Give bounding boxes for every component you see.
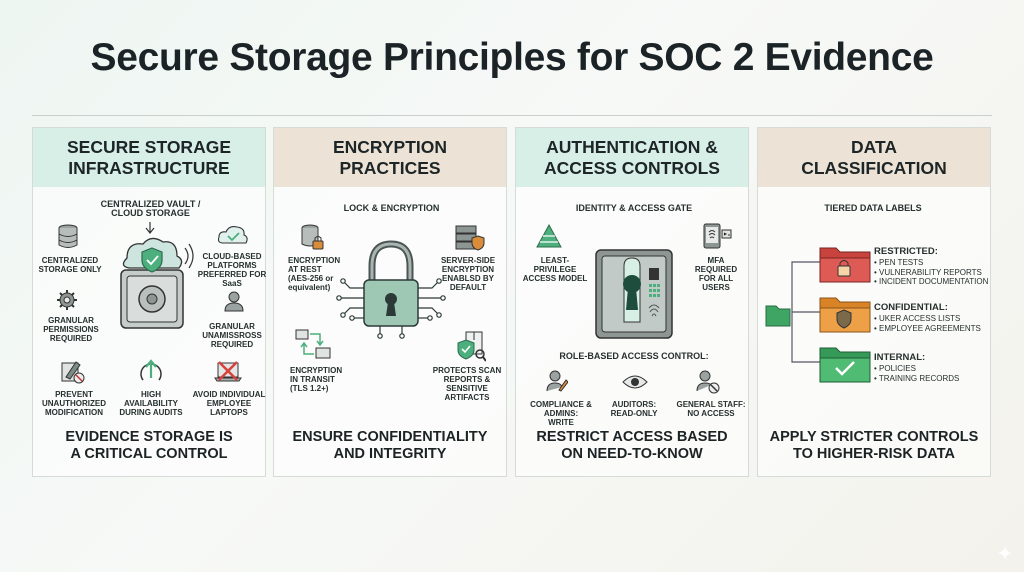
shield-report-icon (457, 331, 486, 362)
item-label: GRANULAR PERMISSIONS REQUIRED (43, 316, 99, 343)
center-label: TIERED DATA LABELS (824, 203, 922, 213)
folder-tree-icon (765, 247, 871, 383)
transit-icon (295, 329, 331, 359)
panel-storage-infrastructure: SECURE STORAGE INFRASTRUCTURE CENTRALIZE… (32, 127, 266, 477)
no-access-user-icon (696, 370, 720, 394)
item-label: LEAST-PRIVILEGE ACCESS MODEL (522, 256, 588, 283)
center-label: CENTRALIZED VAULT / CLOUD STORAGE (100, 199, 201, 218)
item-label: GRANULAR UNAMISSROSS REQUIRED (202, 322, 262, 349)
encrypted-db-icon (301, 224, 324, 250)
admin-user-icon (546, 370, 568, 392)
page-title: Secure Storage Principles for SOC 2 Evid… (90, 36, 934, 79)
item-label: MFA REQUIRED FOR ALL USERS (694, 256, 738, 292)
panel-encryption: ENCRYPTION PRACTICES LOCK & ENCRYPTION E… (273, 127, 507, 477)
padlock-circuit-icon (336, 240, 446, 339)
tier-item: TRAINING RECORDS (874, 374, 990, 384)
pyramid-icon (536, 224, 562, 248)
panel-header: DATA CLASSIFICATION (758, 128, 990, 187)
vault-icon (120, 237, 194, 329)
database-icon (58, 224, 78, 248)
cloud-check-icon (217, 226, 248, 244)
panel-header: AUTHENTICATION & ACCESS CONTROLS (516, 128, 748, 187)
item-label: PROTECTS SCAN REPORTS & SENSITIVE ARTIFA… (432, 366, 502, 402)
tier-confidential: CONFIDENTIAL: UKER ACCESS LISTS EMPLOYEE… (874, 302, 990, 333)
user-icon (224, 291, 244, 312)
tier-restricted: RESTRICTED: PEN TESTS VULNERABILITY REPO… (874, 246, 990, 287)
panel-footer: ENSURE CONFIDENTIALITY AND INTEGRITY (292, 429, 488, 462)
item-label: CLOUD-BASED PLATFORMS PREFERRED FOR SaaS (197, 252, 267, 288)
panel-header: ENCRYPTION PRACTICES (274, 128, 506, 187)
tier-name: CONFIDENTIAL: (874, 302, 948, 313)
role-label: COMPLIANCE & ADMINS: WRITE (530, 400, 592, 427)
eye-icon (622, 375, 648, 389)
panel-footer: EVIDENCE STORAGE IS A CRITICAL CONTROL (65, 429, 233, 462)
tier-name: RESTRICTED: (874, 246, 938, 257)
panel-data-classification: DATA CLASSIFICATION TIERED DATA LABELS R… (757, 127, 991, 477)
edit-block-icon (61, 361, 85, 384)
role-label: AUDITORS: READ-ONLY (610, 400, 658, 418)
item-label: ENCRYPTION IN TRANSIT (TLS 1.2+) (290, 366, 343, 393)
tier-name: INTERNAL: (874, 352, 926, 363)
tier-item: UKER ACCESS LISTS (874, 314, 990, 324)
sparkle-icon (998, 546, 1012, 560)
server-shield-icon (455, 225, 485, 251)
role-label: GENERAL STAFF: NO ACCESS (676, 400, 746, 418)
tier-item: POLICIES (874, 364, 990, 374)
access-gate-icon (595, 249, 673, 339)
no-laptop-icon (214, 361, 242, 382)
title-divider (32, 115, 992, 116)
tier-item: PEN TESTS (874, 258, 990, 268)
tier-item: EMPLOYEE AGREEMENTS (874, 324, 990, 334)
panel-footer: APPLY STRICTER CONTROLS TO HIGHER-RISK D… (769, 429, 979, 462)
panel-header: SECURE STORAGE INFRASTRUCTURE (33, 128, 265, 187)
item-label: AVOID INDIVIDUAL EMPLOYEE LAPTOPS (192, 390, 266, 417)
uptime-arrow-icon (140, 359, 162, 381)
panel-access-controls: AUTHENTICATION & ACCESS CONTROLS IDENTIT… (515, 127, 749, 477)
arrow-down-icon (145, 222, 155, 234)
tier-item: VULNERABILITY REPORTS (874, 268, 990, 278)
center-label: IDENTITY & ACCESS GATE (575, 203, 693, 213)
item-label: ENCRYPTION AT REST (AES-256 or equivalen… (288, 256, 341, 292)
item-label: SERVER-SIDE ENCRYPTION ENABLSD BY DEFAUL… (440, 256, 496, 292)
item-label: HIGH AVAILABILITY DURING AUDITS (119, 390, 183, 417)
item-label: PREVENT UNAUTHORIZED MODIFICATION (42, 390, 106, 417)
center-label: LOCK & ENCRYPTION (343, 203, 440, 213)
permissions-gear-icon (57, 290, 77, 310)
tier-item: INCIDENT DOCUMENTATION (874, 277, 990, 287)
rbac-label: ROLE-BASED ACCESS CONTROL: (559, 351, 709, 361)
item-label: CENTRALIZED STORAGE ONLY (38, 256, 102, 274)
panel-footer: RESTRICT ACCESS BASED ON NEED-TO-KNOW (536, 429, 728, 462)
mfa-phone-icon (703, 223, 732, 249)
tier-internal: INTERNAL: POLICIES TRAINING RECORDS (874, 352, 990, 383)
